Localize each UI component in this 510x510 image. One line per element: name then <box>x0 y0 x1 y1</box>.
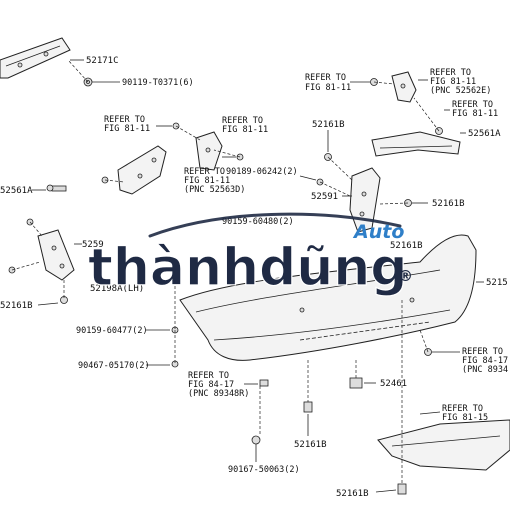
part-label-52161b: 52161B <box>294 440 327 450</box>
part-label-90167: 90167-50063(2) <box>228 465 300 475</box>
bracket-upper-right <box>391 71 417 103</box>
brand-watermark: Auto thànhdũng ® <box>87 212 413 299</box>
brand-script-text: Auto <box>352 221 404 243</box>
refer-label: FIG 84-17 <box>462 356 508 366</box>
refer-label: (PNC 8934 <box>462 365 508 375</box>
leader-lines <box>32 59 484 493</box>
refer-label: REFER TO <box>452 100 493 110</box>
part-label-52591: 52591 <box>311 192 338 202</box>
part-label-90467: 90467-05170(2) <box>78 361 150 371</box>
part-label-52561a: 52561A <box>0 186 33 196</box>
refer-label: (PNC 52563D) <box>184 185 245 195</box>
part-label-90189: 90189-06242(2) <box>226 167 298 177</box>
assembly-guides <box>11 59 440 484</box>
part-label-52461: 52461 <box>380 379 407 389</box>
side-support-bracket-right <box>349 167 381 233</box>
lower-spoiler <box>377 419 510 471</box>
refer-label: REFER TO <box>104 115 145 125</box>
screw <box>46 184 67 192</box>
clip-fastener <box>259 379 269 387</box>
side-retainer-right <box>371 131 461 157</box>
refer-label: REFER TO <box>184 167 225 177</box>
part-label-90119: 90119-T0371(6) <box>122 78 194 88</box>
clip-fastener <box>251 435 261 445</box>
part-label-52161b: 52161B <box>312 120 345 130</box>
part-label-52161b: 52161B <box>390 241 423 251</box>
refer-label: FIG 81-11 <box>222 125 268 135</box>
refer-label: REFER TO <box>305 73 346 83</box>
part-label-52171c: 52171C <box>86 56 119 66</box>
refer-label: FIG 81-11 <box>430 77 476 87</box>
clip-fastener <box>303 401 313 413</box>
refer-label: (PNC 52562E) <box>430 86 491 96</box>
registered-mark: ® <box>398 267 413 285</box>
part-label-5215: 5215 <box>486 278 508 288</box>
bracket-center <box>195 131 223 171</box>
refer-label: REFER TO <box>222 116 263 126</box>
part-label-90159: 90159-60477(2) <box>76 326 148 336</box>
part-label-52161b: 52161B <box>336 489 369 499</box>
refer-label: FIG 81-11 <box>452 109 498 119</box>
part-label-52161b: 52161B <box>0 301 33 311</box>
refer-label: FIG 81-11 <box>305 83 351 93</box>
refer-label: REFER TO <box>462 347 503 357</box>
part-label-52198a: 52198A(LH) <box>90 284 144 294</box>
refer-label: FIG 81-11 <box>104 124 150 134</box>
part-label-90159: 90159-60480(2) <box>222 217 294 227</box>
part-label-52561a: 52561A <box>468 129 501 139</box>
part-label-52161b: 52161B <box>432 199 465 209</box>
part-label-5259: 5259 <box>82 240 104 250</box>
side-support-bracket-left <box>37 229 75 281</box>
refer-label: FIG 81-15 <box>442 413 488 423</box>
side-retainer-left <box>117 145 167 195</box>
refer-label: REFER TO <box>188 371 229 381</box>
bracket-52461 <box>349 377 363 389</box>
refer-label: REFER TO <box>442 404 483 414</box>
refer-label: (PNC 89348R) <box>188 389 249 399</box>
reinforcement-bracket-top-left <box>0 37 71 79</box>
brand-main-text: thànhdũng <box>88 238 408 298</box>
refer-label: REFER TO <box>430 68 471 78</box>
clip-fastener <box>397 483 407 495</box>
refer-label: FIG 84-17 <box>188 380 234 390</box>
rear-bumper-cover <box>179 234 477 361</box>
refer-label: FIG 81-11 <box>184 176 230 186</box>
